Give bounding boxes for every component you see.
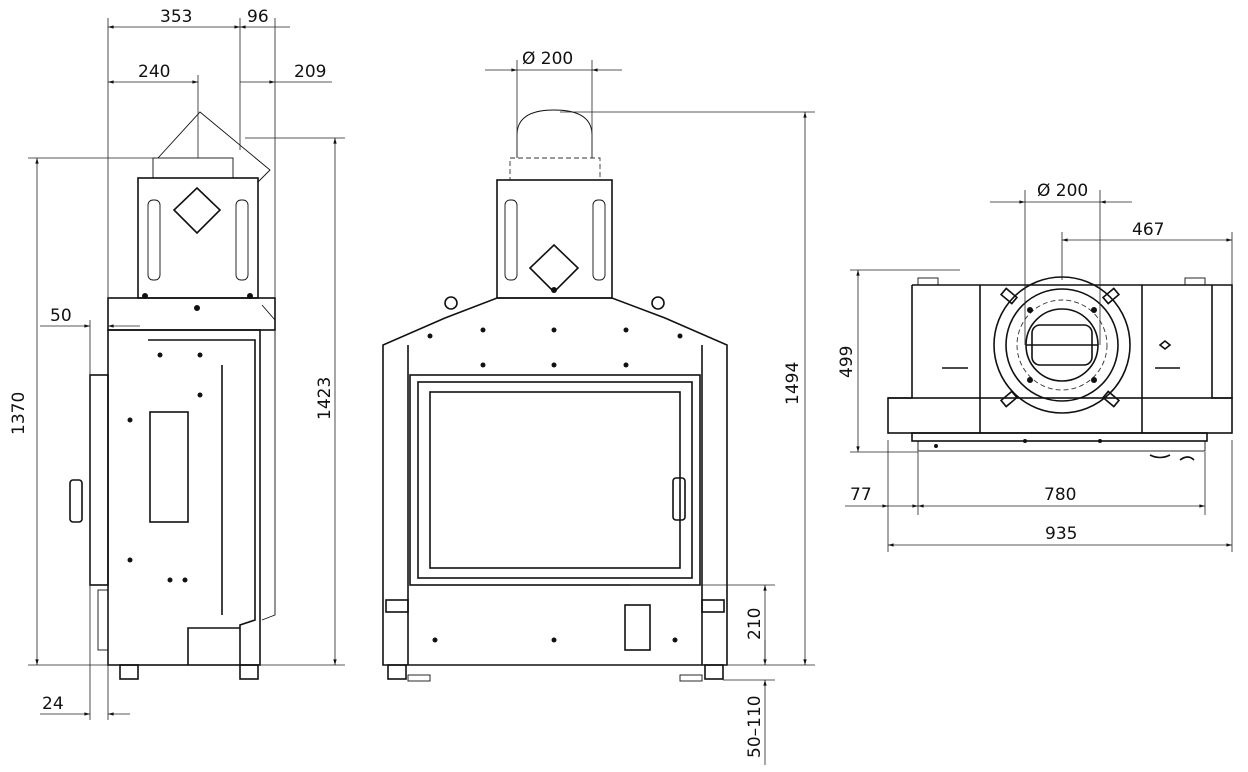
dim-base-height: 210 [745, 608, 765, 640]
handle-icon [69, 479, 83, 523]
dim-door-offset: 50 [50, 306, 72, 326]
dim-side-offset: 77 [850, 485, 872, 505]
dim-depth: 499 [837, 346, 857, 378]
dim-height-body: 1370 [9, 392, 29, 435]
dim-inner-width: 780 [1044, 485, 1076, 505]
dim-door-bottom: 24 [42, 694, 64, 714]
front-view: Ø 200 1494 210 50–110 [382, 49, 815, 765]
glass-window [429, 391, 681, 569]
dim-top-width: 353 [160, 7, 192, 27]
diamond-icon [528, 243, 580, 294]
dim-total-width: 935 [1045, 524, 1077, 544]
dim-flue-diameter: Ø 200 [522, 49, 573, 69]
side-view: 353 96 240 209 1370 1423 50 24 [9, 7, 345, 720]
top-view: Ø 200 467 499 77 780 935 [837, 181, 1233, 552]
dim-height-total: 1423 [315, 377, 335, 420]
dim-top-offset: 96 [247, 7, 269, 27]
dim-rear-offset: 209 [294, 62, 326, 82]
dim-feet-range: 50–110 [745, 695, 765, 758]
diamond-icon [172, 186, 222, 235]
handle-icon [672, 477, 686, 521]
dim-flue-diameter: Ø 200 [1037, 181, 1088, 201]
dim-flue-offset: 240 [138, 62, 170, 82]
dim-height-total: 1494 [783, 362, 803, 405]
dim-flue-offset: 467 [1132, 220, 1164, 240]
